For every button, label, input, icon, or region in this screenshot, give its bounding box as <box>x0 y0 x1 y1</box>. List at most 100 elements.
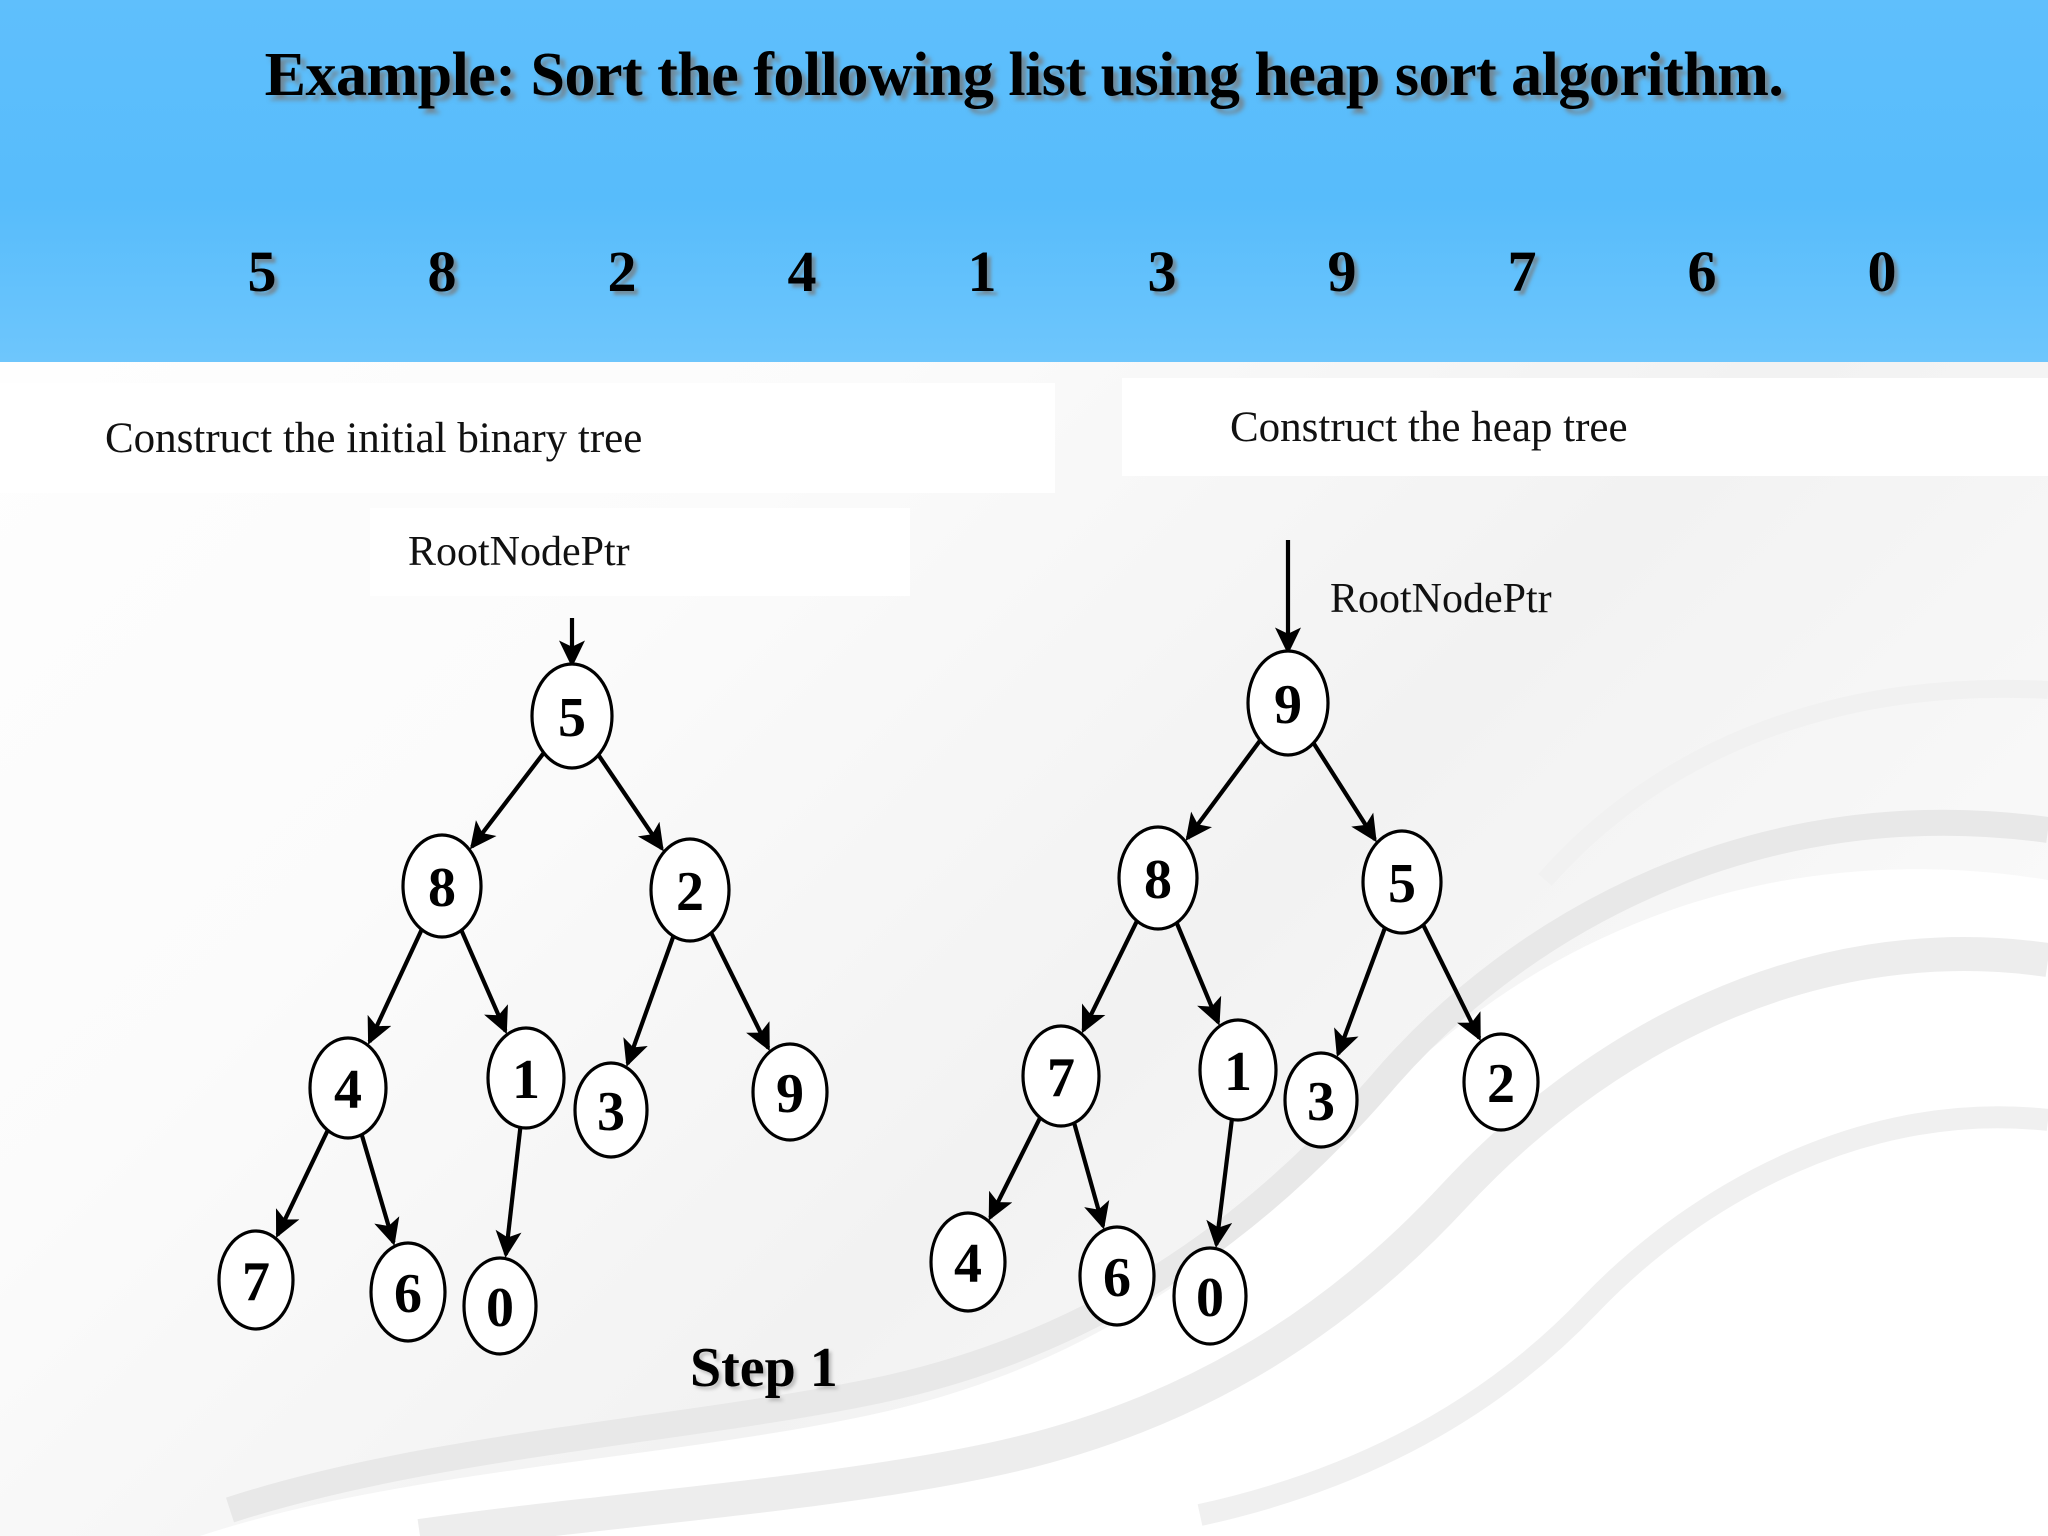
tree-edge-initial-binary-tree-0 <box>469 750 547 850</box>
list-value-6: 9 <box>1327 239 1357 304</box>
tree-edge-initial-binary-tree-5 <box>708 930 771 1052</box>
node-ellipse <box>462 1256 538 1356</box>
page-title: Example: Sort the following list using h… <box>264 41 1784 109</box>
tree-edges <box>275 540 1482 1258</box>
tree-node-heap-tree-2[interactable]: 2 <box>1462 1032 1540 1132</box>
tree-node-initial-binary-tree-2[interactable]: 2 <box>649 837 731 943</box>
rootnodeptr-left-backdrop <box>370 508 910 596</box>
node-ellipse <box>573 1061 649 1159</box>
node-ellipse <box>217 1229 295 1331</box>
node-value: 0 <box>486 1277 514 1339</box>
node-value: 8 <box>428 857 456 919</box>
node-ellipse <box>530 662 614 770</box>
tree-edge-initial-binary-tree-6 <box>275 1127 331 1239</box>
node-ellipse <box>369 1241 447 1343</box>
node-ellipse <box>1283 1051 1359 1149</box>
header-band: Example: Sort the following list using h… <box>0 0 2048 362</box>
node-ellipse <box>1117 825 1199 931</box>
tree-node-initial-binary-tree-7[interactable]: 7 <box>217 1229 295 1331</box>
node-ellipse <box>929 1211 1007 1313</box>
list-value-3: 4 <box>787 239 817 304</box>
background-swoosh-decoration <box>200 679 2048 1536</box>
tree-node-initial-binary-tree-4[interactable]: 4 <box>308 1036 388 1140</box>
node-ellipse <box>1246 649 1330 757</box>
node-ellipse <box>1172 1246 1248 1346</box>
node-value: 7 <box>242 1251 270 1313</box>
list-value-9: 0 <box>1867 239 1897 304</box>
tree-edge-heap-tree-8 <box>1206 1117 1235 1249</box>
tree-edge-heap-tree-4 <box>1334 925 1388 1058</box>
node-value: 1 <box>1224 1041 1252 1103</box>
node-value: 1 <box>512 1049 540 1111</box>
step-label: Step 1 <box>690 1337 838 1399</box>
tree-edge-initial-binary-tree-4 <box>623 933 677 1067</box>
tree-node-heap-tree-0[interactable]: 0 <box>1172 1246 1248 1346</box>
tree-edge-initial-binary-tree-8 <box>495 1125 523 1258</box>
node-value: 4 <box>954 1233 982 1295</box>
tree-node-initial-binary-tree-1[interactable]: 1 <box>486 1026 566 1130</box>
tree-edge-heap-tree-6 <box>988 1115 1043 1221</box>
tree-edge-initial-binary-tree-2 <box>367 926 425 1045</box>
node-ellipse <box>649 837 731 943</box>
list-value-0: 5 <box>247 239 277 304</box>
node-ellipse <box>751 1042 829 1142</box>
node-value: 0 <box>1196 1267 1224 1329</box>
node-value: 7 <box>1047 1047 1075 1109</box>
tree-edge-heap-tree-3 <box>1173 920 1222 1026</box>
node-value: 6 <box>1103 1247 1131 1309</box>
tree-node-initial-binary-tree-0[interactable]: 0 <box>462 1256 538 1356</box>
node-value: 9 <box>1274 674 1302 736</box>
node-ellipse <box>486 1026 566 1130</box>
tree-edge-heap-tree-0 <box>1185 737 1264 841</box>
tree-edge-initial-binary-tree-1 <box>595 752 664 852</box>
node-value: 4 <box>334 1059 362 1121</box>
tree-edge-initial-binary-tree-3 <box>458 927 508 1035</box>
rootnodeptr-label-left: RootNodePtr <box>408 529 630 575</box>
tree-edge-heap-tree-7 <box>1071 1120 1110 1230</box>
node-ellipse <box>1361 829 1443 935</box>
list-value-2: 2 <box>607 239 637 304</box>
node-value: 9 <box>776 1063 804 1125</box>
node-ellipse <box>1198 1018 1278 1122</box>
list-value-7: 7 <box>1507 239 1537 304</box>
node-value: 5 <box>1388 853 1416 915</box>
tree-node-heap-tree-5[interactable]: 5 <box>1361 829 1443 935</box>
node-ellipse <box>308 1036 388 1140</box>
node-ellipse <box>1462 1032 1540 1132</box>
list-value-5: 3 <box>1147 239 1177 304</box>
tree-edge-initial-binary-tree-7 <box>359 1132 400 1246</box>
tree-node-initial-binary-tree-6[interactable]: 6 <box>369 1241 447 1343</box>
tree-node-heap-tree-6[interactable]: 6 <box>1078 1225 1156 1327</box>
list-value-8: 6 <box>1687 239 1717 304</box>
tree-edge-heap-tree-1 <box>1310 740 1377 843</box>
caption-initial-binary-tree: Construct the initial binary tree <box>0 383 1055 493</box>
node-ellipse <box>1078 1225 1156 1327</box>
list-value-1: 8 <box>427 239 457 304</box>
list-value-4: 1 <box>967 239 997 304</box>
node-value: 2 <box>1487 1053 1515 1115</box>
tree-node-heap-tree-7[interactable]: 7 <box>1021 1024 1101 1128</box>
rootnodeptr-label-right: RootNodePtr <box>1330 576 1552 622</box>
tree-node-heap-tree-1[interactable]: 1 <box>1198 1018 1278 1122</box>
node-value: 8 <box>1144 849 1172 911</box>
tree-node-initial-binary-tree-5[interactable]: 5 <box>530 662 614 770</box>
tree-edge-heap-tree-2 <box>1081 918 1140 1034</box>
tree-node-heap-tree-8[interactable]: 8 <box>1117 825 1199 931</box>
tree-edge-heap-tree-5 <box>1420 922 1482 1042</box>
tree-node-heap-tree-3[interactable]: 3 <box>1283 1051 1359 1149</box>
caption-heap-tree: Construct the heap tree <box>1122 378 2048 476</box>
tree-node-heap-tree-9[interactable]: 9 <box>1246 649 1330 757</box>
node-value: 6 <box>394 1263 422 1325</box>
node-ellipse <box>401 833 483 939</box>
input-list-numbers: 5 8 2 4 1 3 9 7 6 0 <box>232 238 1912 305</box>
tree-node-initial-binary-tree-3[interactable]: 3 <box>573 1061 649 1159</box>
node-value: 2 <box>676 861 704 923</box>
tree-node-heap-tree-4[interactable]: 4 <box>929 1211 1007 1313</box>
node-value: 3 <box>597 1081 625 1143</box>
node-value: 5 <box>558 687 586 749</box>
tree-node-initial-binary-tree-9[interactable]: 9 <box>751 1042 829 1142</box>
node-ellipse <box>1021 1024 1101 1128</box>
tree-node-initial-binary-tree-8[interactable]: 8 <box>401 833 483 939</box>
